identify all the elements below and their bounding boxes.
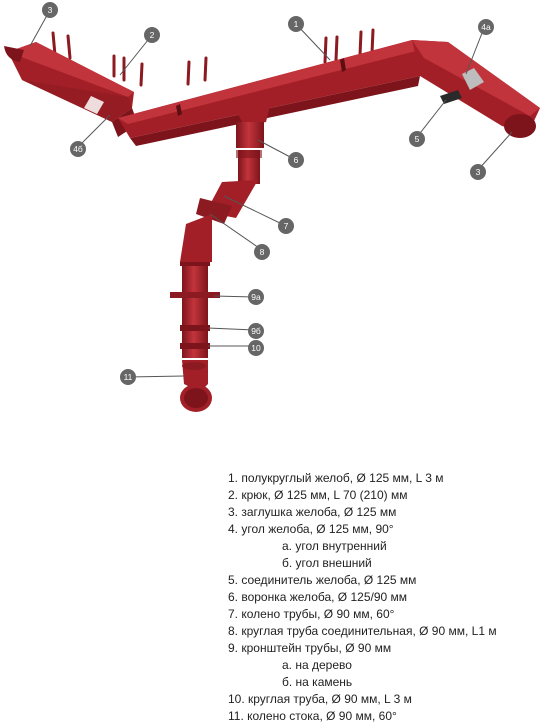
legend-subitem: б. на камень [282, 675, 353, 689]
svg-text:11: 11 [124, 372, 133, 382]
legend-subitem: а. угол внутренний [282, 539, 387, 553]
callout-9a: 9а [248, 289, 264, 305]
legend-item: 10. круглая труба, Ø 90 мм, L 3 м [228, 692, 412, 706]
legend-subitem: а. на дерево [282, 658, 352, 672]
svg-text:3: 3 [476, 167, 481, 177]
callout-2: 2 [144, 27, 160, 43]
callout-7: 7 [278, 218, 294, 234]
svg-text:9б: 9б [251, 326, 261, 336]
gutter-funnel [234, 98, 272, 148]
callout-1: 1 [288, 16, 304, 32]
gutter-system-diagram: 1 2 3 3 4а 4б 5 6 7 8 9а 9б 10 11 [4, 2, 540, 412]
legend-item: 7. колено трубы, Ø 90 мм, 60° [228, 607, 395, 621]
callout-3-left: 3 [42, 2, 58, 18]
right-end-cap [504, 114, 536, 138]
legend-item: 1. полукруглый желоб, Ø 125 мм, L 3 м [228, 471, 444, 485]
left-end-cap [4, 46, 24, 62]
parts-legend: 1. полукруглый желоб, Ø 125 мм, L 3 м 2.… [228, 470, 543, 725]
callout-5: 5 [409, 131, 425, 147]
legend-item: 3. заглушка желоба, Ø 125 мм [228, 505, 397, 519]
legend-item: 5. соединитель желоба, Ø 125 мм [228, 573, 417, 587]
svg-text:3: 3 [48, 5, 53, 15]
svg-text:6: 6 [294, 155, 299, 165]
gutter-hooks [51, 28, 375, 87]
svg-text:1: 1 [294, 19, 299, 29]
legend-item: 11. колено стока, Ø 90 мм, 60° [228, 709, 397, 723]
svg-text:5: 5 [415, 134, 420, 144]
callout-6: 6 [288, 152, 304, 168]
callout-4b: 4б [70, 141, 86, 157]
legend-item: 4. угол желоба, Ø 125 мм, 90° [228, 522, 394, 536]
svg-text:4б: 4б [73, 144, 83, 154]
svg-text:4а: 4а [481, 22, 491, 32]
callout-8: 8 [254, 244, 270, 260]
svg-text:9а: 9а [251, 292, 261, 302]
downpipe [170, 150, 262, 412]
legend-item: 8. круглая труба соединительная, Ø 90 мм… [228, 624, 497, 638]
right-gutter-run [412, 40, 540, 134]
callout-4a: 4а [478, 19, 494, 35]
legend-item: 9. кронштейн трубы, Ø 90 мм [228, 641, 392, 655]
svg-text:8: 8 [260, 247, 265, 257]
legend-item: 2. крюк, Ø 125 мм, L 70 (210) мм [228, 488, 408, 502]
callout-11: 11 [120, 369, 136, 385]
callout-badges: 1 2 3 3 4а 4б 5 6 7 8 9а 9б 10 11 [42, 2, 494, 385]
svg-text:10: 10 [251, 343, 261, 353]
svg-text:2: 2 [150, 30, 155, 40]
callout-3-right: 3 [470, 164, 486, 180]
callout-10: 10 [248, 340, 264, 356]
left-gutter-run [8, 42, 138, 137]
callout-9b: 9б [248, 323, 264, 339]
svg-text:7: 7 [284, 221, 289, 231]
legend-item: 6. воронка желоба, Ø 125/90 мм [228, 590, 408, 604]
legend-subitem: б. угол внешний [282, 556, 372, 570]
main-gutter [118, 40, 422, 146]
